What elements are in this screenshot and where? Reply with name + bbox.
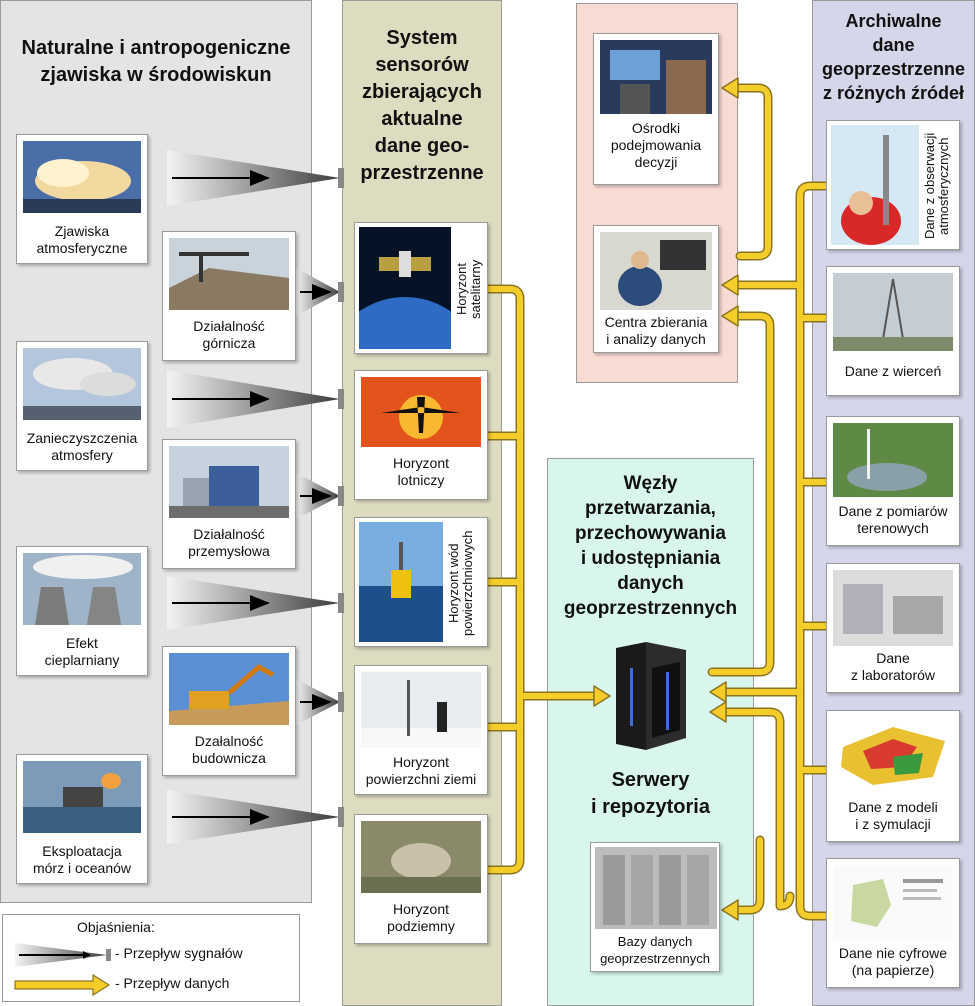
nodes-column-title: Węzły przetwarzania, przechowywania i ud… [563,473,738,619]
buoy-photo [359,522,443,642]
signal-wedge-3 [167,370,344,428]
card-underground-horizon: Horyzont podziemny [354,814,488,944]
signal-wedge-2 [296,268,344,316]
card-model-simulation-data: Dane z modeli i z symulacji [826,710,960,842]
server-rack-icon [616,642,686,750]
card-label: Działalność przemysłowa [188,526,270,559]
smoke-stacks-photo [23,348,141,420]
wetland-photo [833,423,953,497]
server-room-photo [595,847,717,929]
card-satellite-horizon: Horyzont satelitarny [354,222,488,354]
card-non-digital-data: Dane nie cyfrowe (na papierze) [826,858,960,988]
data-flow-legend-icon [14,973,111,997]
3d-map-model-image [833,717,953,791]
card-geospatial-databases: Bazy danych geoprzestrzennych [590,842,720,972]
legend: Objaśnienia: - Przepływ sygnałów - Przep… [2,914,300,1002]
card-atmospheric-phenomena: Zjawiska atmosferyczne [16,134,148,264]
weather-station-photo [361,672,481,748]
signal-wedge-7 [167,790,344,844]
researcher-photo [831,125,919,245]
airplane-photo [361,377,481,447]
card-label: Horyzont wód powierzchniowych [446,530,475,636]
card-data-analysis-centers: Centra zbierania i analizy danych [593,225,719,353]
card-label: Dane z wierceń [844,363,942,379]
signal-wedge-4 [296,473,344,519]
servers-title: Serwery i repozytoria [591,769,710,818]
card-label: Horyzont satelitarny [454,259,483,319]
mining-photo [169,238,289,310]
meeting-photo [600,40,712,114]
card-label: Ośrodki podejmowania decyzji [610,120,702,170]
drilling-rig-photo [833,273,953,351]
laboratory-photo [833,570,953,646]
satellite-photo [359,227,451,349]
card-label: Centra zbierania i analizy danych [604,314,708,347]
excavator-photo [169,653,289,725]
card-label: Horyzont powierzchni ziemi [365,754,477,787]
archive-column-title: Archiwalne dane geoprzestrzenne z różnyc… [821,11,966,103]
data-flow-sensors-to-servers [483,284,611,875]
card-laboratory-data: Dane z laboratorów [826,563,960,693]
card-label: Horyzont lotniczy [392,455,450,488]
card-sea-exploitation: Eksploatacja mórz i oceanów [16,754,148,884]
legend-signal-flow: - Przepływ sygnałów [115,945,243,961]
card-field-measurements: Dane z pomiarów terenowych [826,416,960,546]
card-label: Dane nie cyfrowe (na papierze) [838,945,948,978]
card-label: Dzałalność budownicza [192,733,266,766]
field-work-photo [361,821,481,893]
factory-photo [169,446,289,518]
card-label: Horyzont podziemny [387,901,455,934]
legend-title: Objaśnienia: [77,919,155,935]
card-greenhouse-effect: Efekt cieplarniany [16,546,148,676]
card-surface-water-horizon: Horyzont wód powierzchniowych [354,517,488,647]
card-construction: Dzałalność budownicza [162,646,296,776]
signal-flow-legend-icon [15,943,111,967]
card-label: Bazy danych geoprzestrzennych [600,934,710,966]
card-label: Dane z modeli i z symulacji [848,799,938,832]
card-mining: Działalność górnicza [162,231,296,361]
card-label: Efekt cieplarniany [44,635,120,668]
card-decision-centers: Ośrodki podejmowania decyzji [593,33,719,185]
paper-map-image [833,865,953,941]
card-label: Zjawiska atmosferyczne [36,223,128,256]
card-atmospheric-observations: Dane z obserwacji atmosferycznych [826,120,960,250]
card-label: Zanieczyszczenia atmosfery [26,430,138,463]
card-label: Dane z laboratorów [850,650,936,683]
legend-data-flow: - Przepływ danych [115,975,230,991]
card-aerial-horizon: Horyzont lotniczy [354,370,488,500]
signal-wedge-5 [167,576,344,630]
card-land-surface-horizon: Horyzont powierzchni ziemi [354,665,488,795]
storm-cloud-photo [23,141,141,213]
oil-platform-photo [23,761,141,833]
card-label: Działalność górnicza [193,318,265,351]
sensors-column-title: System sensorów zbierających aktualne da… [360,27,484,184]
signal-wedge-1 [167,150,344,206]
cooling-towers-photo [23,553,141,625]
phenomena-column-title: Naturalne i antropogeniczne zjawiska w ś… [21,37,291,86]
data-flow-archive-to-nodes [709,181,831,921]
card-label: Dane z pomiarów terenowych [838,503,948,536]
card-air-pollution: Zanieczyszczenia atmosfery [16,341,148,471]
analysts-photo [600,232,712,310]
data-flow-to-decisions [707,77,775,677]
card-label: Dane z obserwacji atmosferycznych [922,132,951,240]
card-label: Eksploatacja mórz i oceanów [32,843,132,876]
card-drilling-data: Dane z wierceń [826,266,960,396]
card-industry: Działalność przemysłowa [162,439,296,569]
signal-wedge-6 [296,679,344,725]
